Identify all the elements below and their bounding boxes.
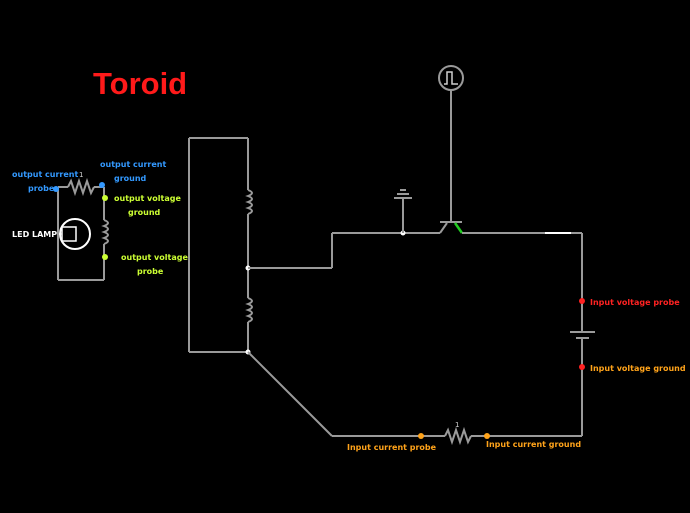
output-voltage-ground-dot[interactable] — [102, 195, 108, 201]
diagonal-wire — [247, 351, 333, 437]
output-current-ground-label-2: ground — [114, 174, 147, 183]
input-resistor-value: 1 — [455, 421, 459, 429]
input-current-probe-label: Input current probe — [347, 443, 437, 452]
input-current-ground-label: Input current ground — [486, 440, 581, 449]
lamp-filament — [61, 226, 77, 242]
input-voltage-probe-label: Input voltage probe — [590, 298, 680, 307]
output-current-ground-label-1: output current — [100, 160, 166, 169]
square-pulse-icon[interactable] — [438, 65, 464, 91]
toroid-core — [188, 137, 253, 355]
input-resistor — [444, 426, 472, 446]
input-circuit: 1 — [247, 65, 595, 446]
output-current-probe-label-2: probe — [28, 184, 55, 193]
output-voltage-ground-label-2: ground — [128, 208, 161, 217]
output-voltage-probe-label-2: probe — [137, 267, 164, 276]
diagram-title: Toroid — [93, 66, 187, 101]
output-current-probe-dot[interactable] — [53, 186, 59, 192]
primary-coil-upper — [245, 189, 253, 215]
ground-icon — [394, 189, 412, 233]
output-current-ground-dot[interactable] — [99, 182, 105, 188]
output-circuit: 1 — [53, 171, 109, 281]
primary-coil-lower — [245, 297, 253, 323]
input-voltage-ground-dot[interactable] — [579, 364, 585, 370]
lamp-icon — [59, 218, 91, 250]
led-lamp-label: LED LAMP — [12, 230, 57, 239]
input-current-probe-dot[interactable] — [418, 433, 424, 439]
output-resistor — [67, 177, 95, 197]
output-voltage-probe-dot[interactable] — [102, 254, 108, 260]
input-voltage-ground-label: Input voltage ground — [590, 364, 686, 373]
output-voltage-ground-label-1: output voltage — [114, 194, 181, 203]
input-current-ground-dot[interactable] — [484, 433, 490, 439]
output-current-probe-label-1: output current — [12, 170, 78, 179]
output-voltage-probe-label-1: output voltage — [121, 253, 188, 262]
battery-icon — [570, 331, 595, 339]
output-coil — [101, 219, 109, 245]
output-resistor-value: 1 — [79, 171, 83, 179]
npn-transistor-icon — [439, 221, 464, 234]
input-voltage-probe-dot[interactable] — [579, 298, 585, 304]
